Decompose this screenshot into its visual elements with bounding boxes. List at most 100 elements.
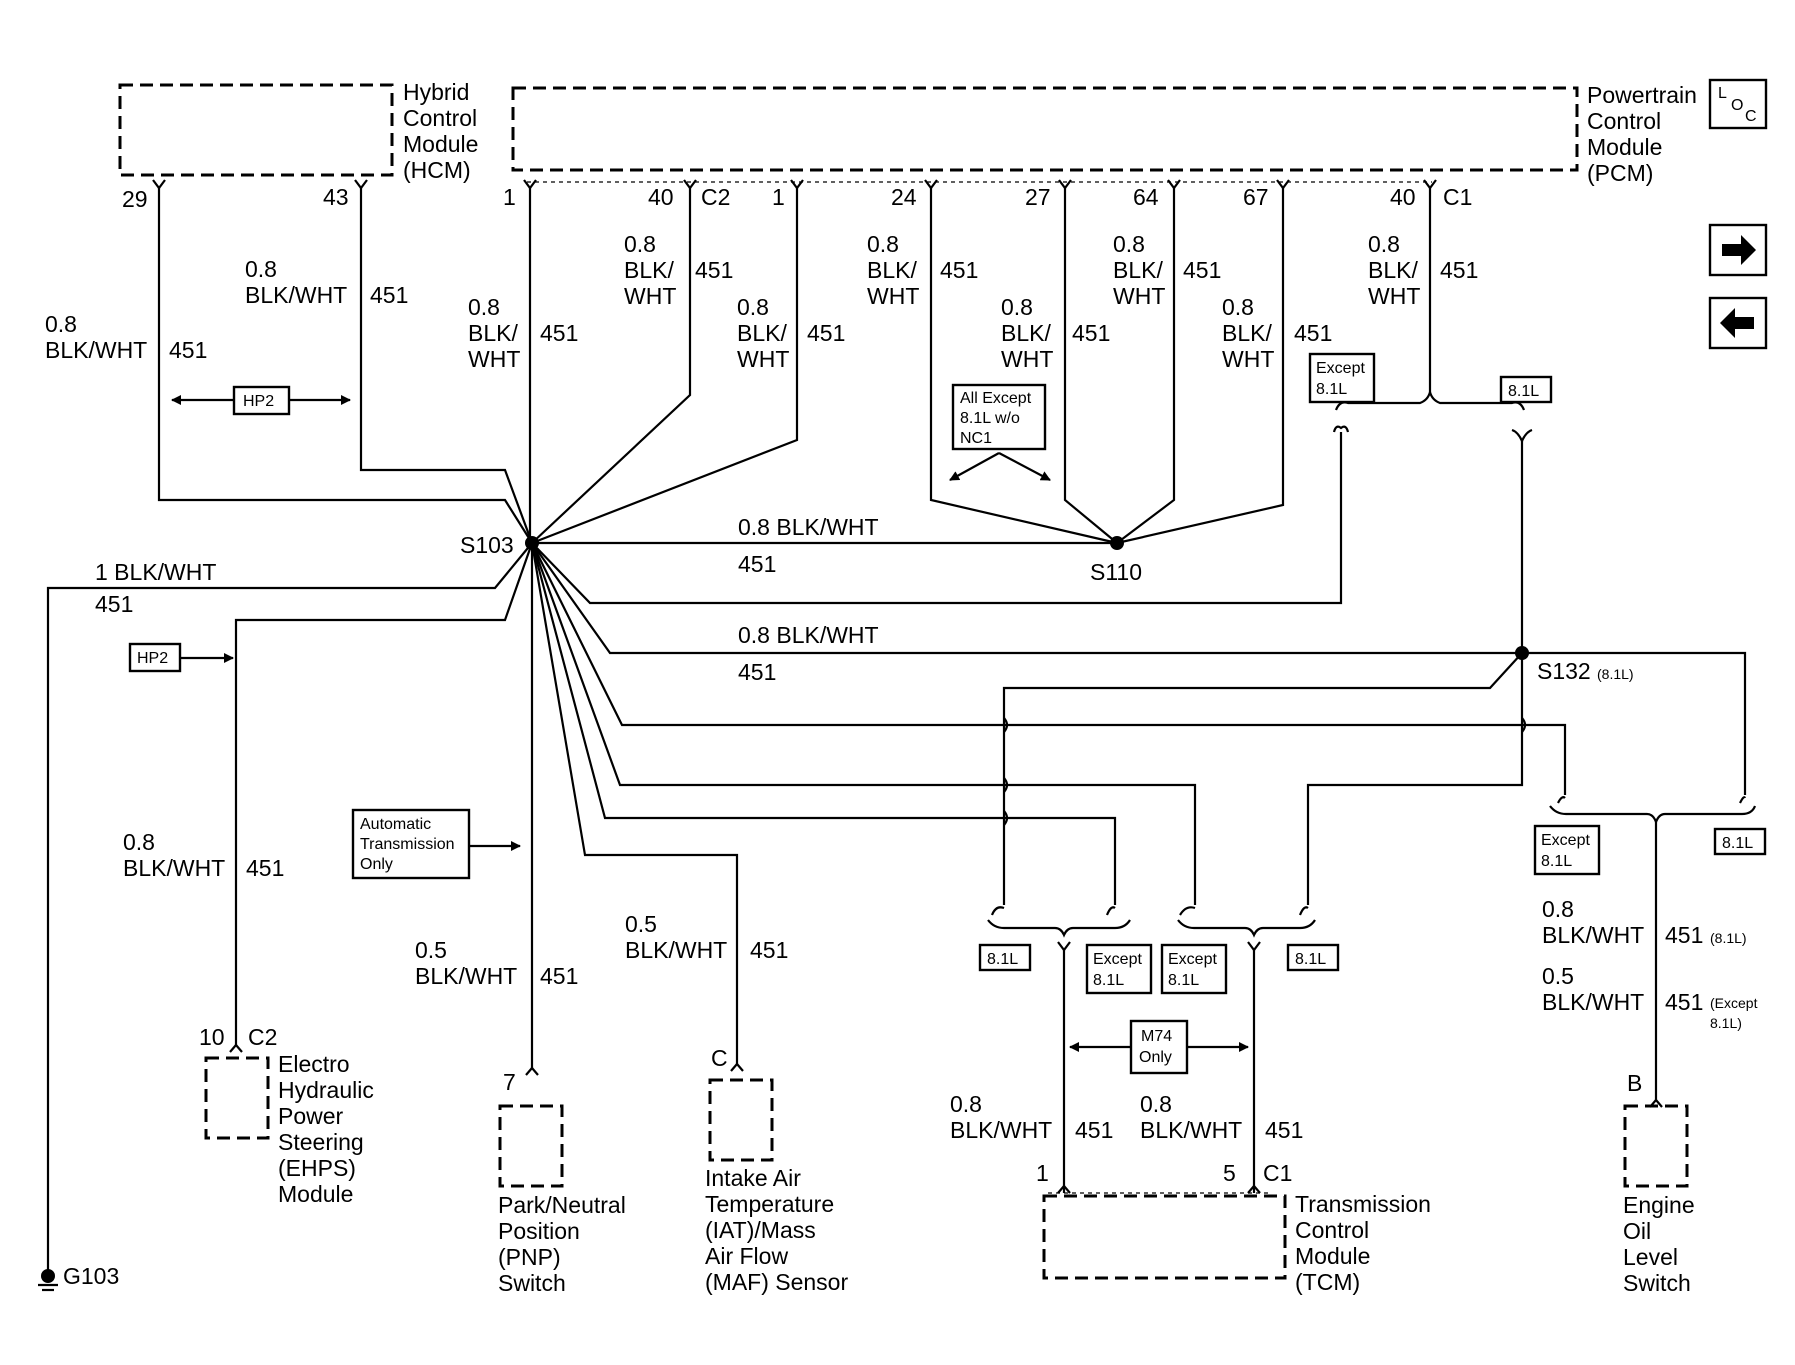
option-except-81-eol: Except 8.1L	[1533, 824, 1601, 876]
wire-color: WHT	[737, 346, 789, 372]
hcm-label-line: (HCM)	[403, 157, 471, 183]
pin-pcm-40-c2: 40	[648, 184, 674, 210]
wire-label-pcm64: 0.8 BLK/ WHT 451	[1113, 231, 1221, 309]
ehps-module: 10 C2 Electro Hydraulic Power Steering (…	[199, 1024, 374, 1207]
wire-color: BLK/	[1113, 257, 1163, 283]
splice-s110-dot	[1110, 536, 1124, 550]
iat-label-line: Intake Air	[705, 1165, 801, 1191]
option-81-lower-right: 8.1L	[1286, 943, 1340, 972]
wire-label-hcm43: 0.8 BLK/WHT 451	[245, 256, 408, 308]
ground-g103: G103	[38, 1263, 119, 1292]
option-label: Except	[1541, 832, 1590, 849]
ehps-label-line: (EHPS)	[278, 1155, 356, 1181]
connector-c2: C2	[701, 184, 730, 210]
eol-label-line: Switch	[1623, 1270, 1691, 1296]
option-label: HP2	[137, 650, 168, 667]
wire-circuit: 451	[750, 937, 788, 963]
wire-label-pcm40c1: 0.8 BLK/ WHT 451	[1368, 231, 1478, 309]
iat-label-line: (IAT)/Mass	[705, 1217, 816, 1243]
option-label: Only	[360, 856, 393, 873]
pnp-label-line: Park/Neutral	[498, 1192, 626, 1218]
pin-pcm-40-c1: 40	[1390, 184, 1416, 210]
pin-tcm-1: 1	[1036, 1160, 1049, 1186]
eol-label-line: Oil	[1623, 1218, 1651, 1244]
wire-circuit: 451	[1665, 989, 1703, 1015]
iat-maf-sensor: C Intake Air Temperature (IAT)/Mass Air …	[705, 1045, 848, 1295]
pin-pcm-27: 27	[1025, 184, 1051, 210]
connector-tcm-c1: C1	[1263, 1160, 1292, 1186]
connector-ehps-c2: C2	[248, 1024, 277, 1050]
iat-label-line: (MAF) Sensor	[705, 1269, 848, 1295]
wire-label-eol: 0.8 BLK/WHT 451 (8.1L) 0.5 BLK/WHT 451 (…	[1542, 896, 1758, 1031]
wire-color: BLK/WHT	[245, 282, 347, 308]
previous-page-button[interactable]	[1708, 296, 1768, 350]
engine-oil-level-switch: B Engine Oil Level Switch	[1623, 1070, 1695, 1296]
option-all-except: All Except 8.1L w/o NC1	[949, 383, 1051, 481]
splice-s132-note: (8.1L)	[1597, 666, 1634, 682]
tcm-label-line: Transmission	[1295, 1191, 1431, 1217]
wire-note: (Except	[1710, 995, 1758, 1011]
option-label: M74	[1141, 1028, 1172, 1045]
wire-color: WHT	[468, 346, 520, 372]
wire-size: 0.8	[123, 829, 155, 855]
wire-color: WHT	[867, 283, 919, 309]
option-label: 8.1L	[1541, 853, 1572, 870]
splice-s132-label: S132	[1537, 658, 1591, 684]
option-label: 8.1L	[1093, 972, 1124, 989]
option-label: Except	[1316, 360, 1365, 377]
option-label: 8.1L w/o	[960, 410, 1020, 427]
tcm-label-line: (TCM)	[1295, 1269, 1360, 1295]
ehps-label-line: Module	[278, 1181, 353, 1207]
wire-color: BLK/	[468, 320, 518, 346]
tcm-label-line: Module	[1295, 1243, 1370, 1269]
wire-label-s103-s132: 0.8 BLK/WHT 451	[738, 622, 879, 685]
splice-s103-label: S103	[460, 532, 514, 558]
wire-label-pcm67: 0.8 BLK/ WHT 451	[1222, 294, 1332, 372]
tcm-label-line: Control	[1295, 1217, 1369, 1243]
wire-circuit: 451	[1294, 320, 1332, 346]
wire-color: BLK/WHT	[1542, 989, 1644, 1015]
wire-size: 0.8	[1140, 1091, 1172, 1117]
wire-color: BLK/WHT	[950, 1117, 1052, 1143]
wire-color: BLK/WHT	[625, 937, 727, 963]
option-label: All Except	[960, 390, 1032, 407]
wire-circuit: 451	[95, 591, 133, 617]
option-label: 8.1L	[1722, 835, 1753, 852]
wire-color: BLK/WHT	[123, 855, 225, 881]
wire-label-ground: 1 BLK/WHT 451	[95, 559, 216, 617]
wires-from-s103	[46, 425, 1567, 1270]
pin-ehps-10: 10	[199, 1024, 225, 1050]
loc-c: C	[1745, 108, 1757, 125]
splice-s110-label: S110	[1090, 559, 1142, 585]
pin-pcm-67: 67	[1243, 184, 1269, 210]
ground-icon	[41, 1269, 55, 1283]
option-81-top: 8.1L	[1499, 375, 1553, 404]
wire-circuit: 451	[1183, 257, 1221, 283]
pin-pnp-7: 7	[503, 1069, 516, 1095]
arrow-right-icon	[1722, 235, 1756, 265]
option-label: Automatic	[360, 816, 431, 833]
wire-circuit: 451	[370, 282, 408, 308]
wire-label-hcm29: 0.8 BLK/WHT 451	[45, 311, 207, 363]
location-icon[interactable]: L O C	[1708, 78, 1768, 130]
pcm-label-line: Powertrain	[1587, 82, 1697, 108]
option-hp2-top: HP2	[171, 385, 351, 416]
crossover-bumps	[1003, 717, 1527, 826]
wire-label-pnp: 0.5 BLK/WHT 451	[415, 937, 578, 989]
wire-size: 0.8	[1368, 231, 1400, 257]
option-label: Only	[1139, 1049, 1172, 1066]
tcm1-bridge	[987, 906, 1131, 1193]
hcm-label-line: Module	[403, 131, 478, 157]
pin-pcm-64: 64	[1133, 184, 1159, 210]
wire-circuit: 451	[940, 257, 978, 283]
wire-size: 0.8	[245, 256, 277, 282]
wires-from-s132	[1002, 428, 1747, 905]
wire-label-pcm1: 0.8 BLK/ WHT 451	[468, 294, 578, 372]
option-label: 8.1L	[1295, 951, 1326, 968]
wire-size-color: 1 BLK/WHT	[95, 559, 216, 585]
wire-circuit: 451	[540, 963, 578, 989]
wire-color: WHT	[624, 283, 676, 309]
next-page-button[interactable]	[1708, 223, 1768, 277]
option-81-eol: 8.1L	[1713, 827, 1767, 856]
